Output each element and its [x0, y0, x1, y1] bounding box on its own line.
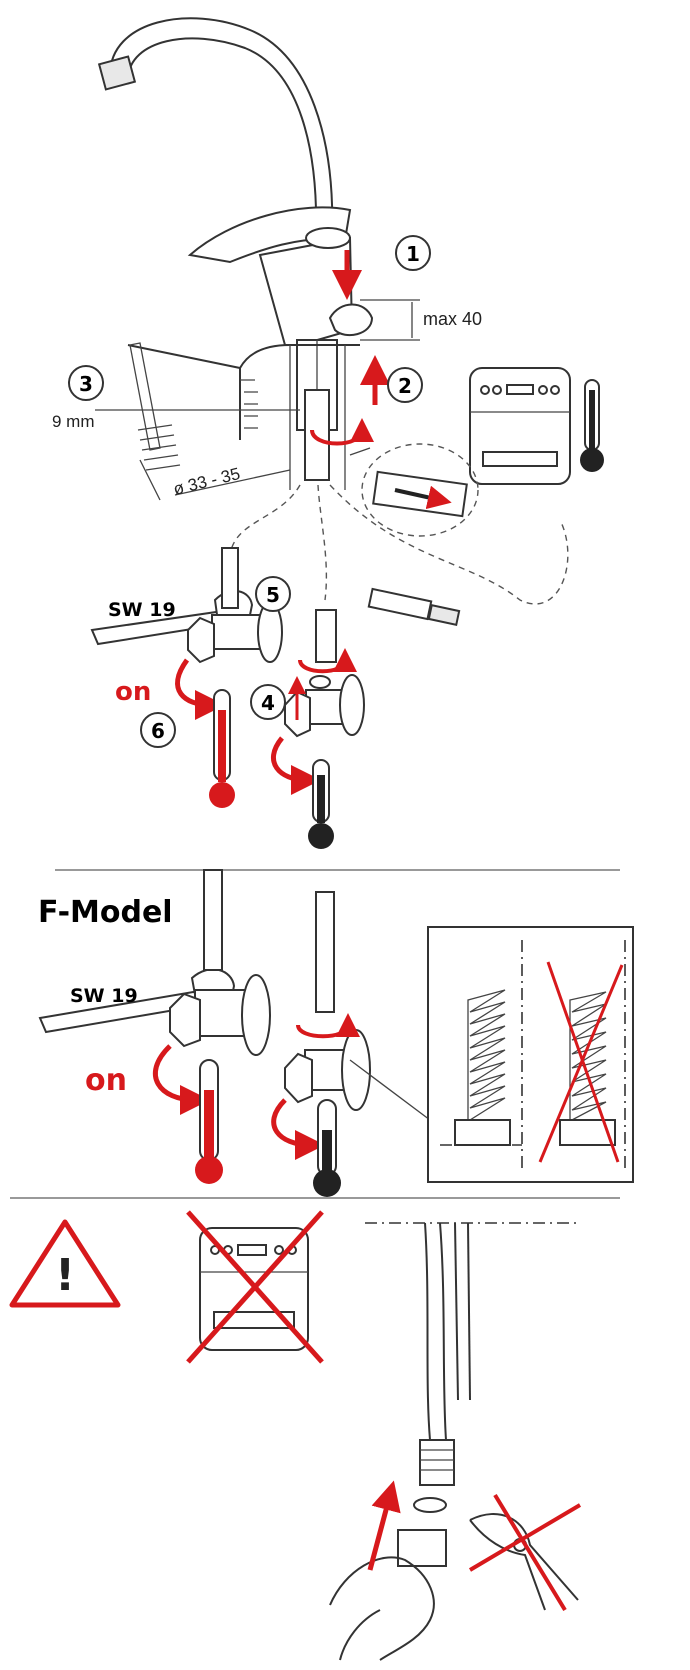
thread-detail-inset	[427, 926, 634, 1183]
pliers-icon	[468, 1493, 582, 1612]
f-model-title: F-Model	[38, 895, 173, 930]
diameter-label: ø 33 - 35	[171, 464, 242, 499]
on-label: on	[115, 677, 151, 707]
thermometer-icon	[313, 1099, 341, 1197]
hose-installation-icon	[329, 1222, 580, 1661]
step-1-badge: 1	[395, 235, 431, 271]
rotate-arrow	[310, 418, 374, 446]
oven-icon	[186, 1210, 324, 1364]
angle-valve-icon	[284, 609, 365, 738]
svg-text:3: 3	[79, 372, 93, 396]
svg-text:2: 2	[398, 374, 412, 398]
warning-icon: !	[9, 1219, 121, 1308]
step-6-badge: 6	[140, 712, 176, 748]
svg-text:4: 4	[261, 691, 275, 715]
faucet-icon	[95, 17, 420, 496]
rotate-arrow	[298, 648, 357, 674]
turn-arrow	[152, 1044, 210, 1115]
wrench-size-label: SW 19	[70, 985, 138, 1007]
step-3-badge: 3	[68, 365, 104, 401]
oven-icon	[469, 367, 571, 485]
turn-arrow	[270, 736, 321, 795]
svg-text:!: !	[55, 1250, 75, 1301]
rotate-arrow	[296, 1013, 360, 1039]
angle-valve-icon	[187, 547, 283, 664]
step-4-badge: 4	[250, 684, 286, 720]
turn-arrow	[271, 1098, 325, 1160]
step-2-badge: 2	[387, 367, 423, 403]
angle-valve-icon	[284, 891, 371, 1111]
drill-bit-icon	[129, 342, 181, 501]
on-label: on	[85, 1063, 127, 1098]
svg-text:5: 5	[266, 583, 280, 607]
turn-arrow	[175, 658, 225, 720]
drill-size-label: 9 mm	[52, 412, 95, 431]
step-5-badge: 5	[255, 576, 291, 612]
max-label: max 40	[423, 309, 482, 329]
wrench-size-label: SW 19	[108, 599, 176, 621]
angle-valve-icon	[169, 869, 271, 1056]
thermometer-icon	[209, 689, 235, 808]
thermometer-icon	[195, 1059, 223, 1184]
svg-text:1: 1	[406, 242, 420, 266]
svg-text:6: 6	[151, 719, 165, 743]
hose-connector-icon	[367, 587, 461, 626]
thermometer-icon	[308, 759, 334, 849]
thermometer-icon	[580, 379, 604, 472]
